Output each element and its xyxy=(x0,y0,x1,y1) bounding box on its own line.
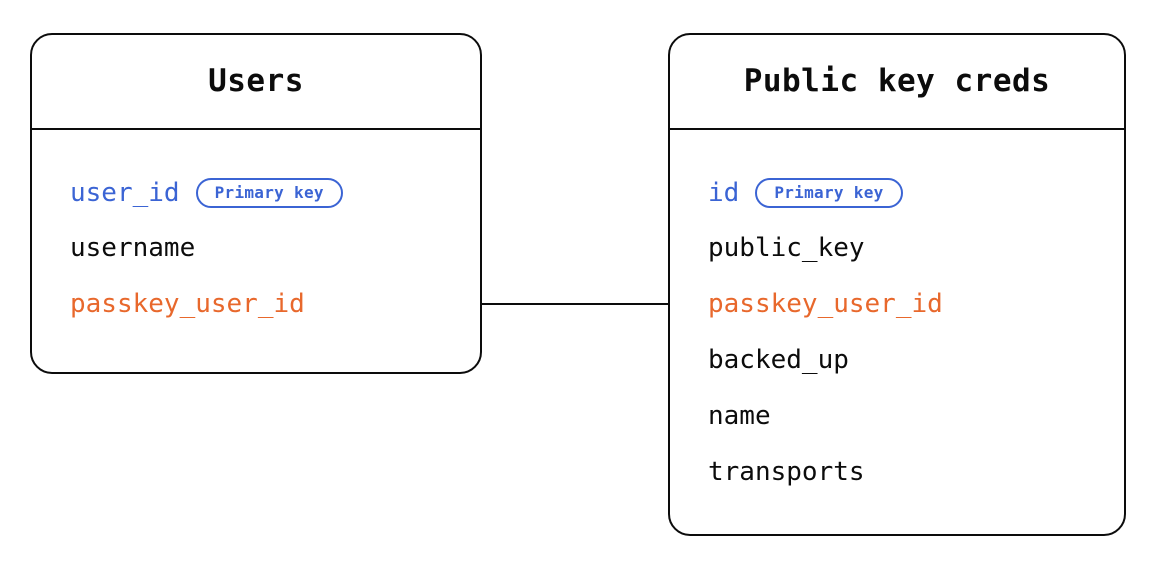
entity-public-key-creds-header: Public key creds xyxy=(670,35,1124,130)
primary-key-badge: Primary key xyxy=(195,178,343,208)
field-name-passkey-user-id: passkey_user_id xyxy=(70,289,305,319)
entity-public-key-creds-fields: id Primary key public_key passkey_user_i… xyxy=(670,130,1124,534)
field-row[interactable]: user_id Primary key xyxy=(70,176,343,210)
entity-users-fields: user_id Primary key username passkey_use… xyxy=(32,130,480,372)
field-name-backed-up: backed_up xyxy=(708,345,849,375)
field-row[interactable]: public_key xyxy=(708,231,865,265)
entity-users-header: Users xyxy=(32,35,480,130)
primary-key-badge: Primary key xyxy=(755,178,903,208)
field-row[interactable]: username xyxy=(70,231,195,265)
entity-public-key-creds[interactable]: Public key creds id Primary key public_k… xyxy=(668,33,1126,536)
field-name-name: name xyxy=(708,401,771,431)
field-row[interactable]: backed_up xyxy=(708,343,849,377)
entity-users-title: Users xyxy=(208,63,304,99)
field-row[interactable]: transports xyxy=(708,455,865,489)
field-row[interactable]: passkey_user_id xyxy=(70,287,305,321)
field-row[interactable]: id Primary key xyxy=(708,176,903,210)
relationship-connector-line xyxy=(481,303,669,305)
field-name-user-id: user_id xyxy=(70,178,180,208)
entity-public-key-creds-title: Public key creds xyxy=(743,63,1051,99)
field-row[interactable]: passkey_user_id xyxy=(708,287,943,321)
field-name-id: id xyxy=(708,178,740,208)
field-name-username: username xyxy=(70,233,196,263)
field-name-passkey-user-id: passkey_user_id xyxy=(708,289,943,319)
field-name-public-key: public_key xyxy=(708,233,865,263)
entity-users[interactable]: Users user_id Primary key username passk… xyxy=(30,33,482,374)
field-name-transports: transports xyxy=(708,457,865,487)
field-row[interactable]: name xyxy=(708,399,771,433)
